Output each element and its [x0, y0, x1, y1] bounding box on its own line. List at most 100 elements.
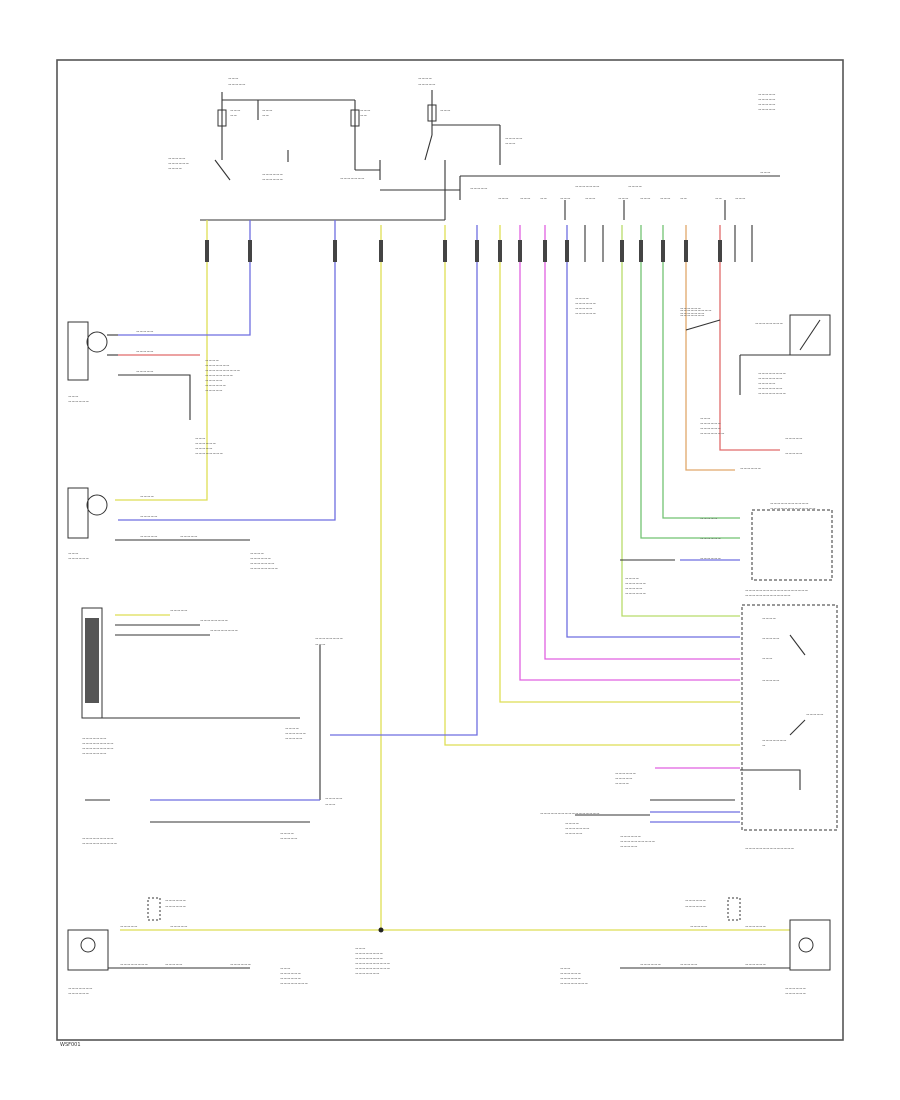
svg-text:~~~~~: ~~~~~	[758, 107, 776, 112]
svg-text:~~~~~: ~~~~~	[758, 97, 776, 102]
wire-pink-2	[544, 225, 740, 660]
fuse-box-right: ~~~~ ~~~~~ ~~~ ~~~~~ ~~~ ~~~~~ ~~~~~ ~~~…	[418, 76, 776, 220]
svg-text:~~~~~~: ~~~~~~	[745, 924, 767, 929]
daytime-running-module: ~~~~~~~~~~~ ~~~~~~~~~~~~~ ~~~~~ ~~~~~~ ~…	[620, 501, 833, 598]
svg-text:~~~~: ~~~~	[628, 184, 643, 189]
svg-text:~~~~~~: ~~~~~~	[680, 306, 702, 311]
wire-blue-to-sensor	[330, 225, 478, 736]
svg-text:~~~~~~: ~~~~~~	[560, 976, 582, 981]
svg-text:~~~~: ~~~~	[575, 296, 590, 301]
svg-text:~~~~: ~~~~	[250, 551, 265, 556]
svg-text:~~: ~~	[540, 196, 548, 201]
svg-text:~~~~~~~~: ~~~~~~~~	[195, 451, 224, 456]
svg-text:~~~~~: ~~~~~	[285, 736, 303, 741]
svg-text:~~~: ~~~	[68, 551, 79, 556]
svg-text:~~~~: ~~~~	[205, 358, 220, 363]
svg-text:~~~~~: ~~~~~	[625, 586, 643, 591]
svg-text:~~~~~: ~~~~~	[418, 82, 436, 87]
svg-text:~~~~: ~~~~	[565, 821, 580, 826]
svg-text:~~~: ~~~	[228, 76, 239, 81]
svg-text:~~~~~~: ~~~~~~	[700, 426, 722, 431]
svg-text:~~~~~~~~: ~~~~~~~~	[315, 636, 344, 641]
svg-text:~~~~~: ~~~~~	[615, 776, 633, 781]
svg-text:~~~~~~: ~~~~~~	[575, 311, 597, 316]
svg-text:~~~~~~~: ~~~~~~~	[762, 738, 787, 743]
svg-text:~~~: ~~~	[360, 108, 371, 113]
svg-text:~: ~	[762, 743, 766, 748]
svg-text:~~~~~: ~~~~~	[700, 516, 718, 521]
svg-text:~~~~~~~: ~~~~~~~	[82, 751, 107, 756]
svg-text:~~~: ~~~	[560, 966, 571, 971]
svg-text:~~~~~~~~~~~: ~~~~~~~~~~~	[770, 501, 809, 506]
svg-text:~~~~~~~~~~~~~~~~~: ~~~~~~~~~~~~~~~~~	[540, 811, 600, 816]
svg-text:~~~~~~~: ~~~~~~~	[575, 184, 600, 189]
svg-text:~~~~~: ~~~~~	[170, 924, 188, 929]
svg-text:~~~: ~~~	[355, 946, 366, 951]
wire-yellow-center	[120, 225, 790, 931]
svg-text:~~~~~: ~~~~~	[620, 844, 638, 849]
svg-text:~~~~~~~~~~~~~: ~~~~~~~~~~~~~	[745, 593, 791, 598]
svg-text:~~~~~: ~~~~~	[565, 831, 583, 836]
svg-text:~~~~~: ~~~~~	[228, 82, 246, 87]
headlamp-switch: ~~~~ ~~~~~ ~~~ ~~~~~ ~~~~~~~ ~ ~~~~~ ~~~…	[540, 604, 838, 851]
svg-text:~~~~~~~~: ~~~~~~~~	[210, 628, 239, 633]
svg-text:~~~~~~: ~~~~~~	[168, 161, 190, 166]
svg-text:~~~~~~: ~~~~~~	[195, 441, 217, 446]
svg-text:~~~~~: ~~~~~	[325, 796, 343, 801]
svg-text:~~~~~~: ~~~~~~	[68, 991, 90, 996]
svg-text:~~~~: ~~~~	[625, 576, 640, 581]
svg-text:~~~~~~: ~~~~~~	[625, 591, 647, 596]
svg-text:~~~: ~~~	[760, 170, 771, 175]
svg-text:~~~~~: ~~~~~	[136, 349, 154, 354]
svg-text:~~~~~: ~~~~~	[758, 92, 776, 97]
svg-text:~~~~~~~~~~: ~~~~~~~~~~	[205, 368, 241, 373]
svg-text:~~~~~~~~~~~~~~: ~~~~~~~~~~~~~~	[745, 846, 795, 851]
svg-text:~~~~~: ~~~~~	[120, 924, 138, 929]
svg-text:~~~~~~: ~~~~~~	[262, 177, 284, 182]
wire-lightgreen	[621, 225, 740, 617]
svg-text:~~~~~~~~~~~~~~~~~~: ~~~~~~~~~~~~~~~~~~	[745, 588, 809, 593]
svg-text:~~~~~~~: ~~~~~~~	[82, 736, 107, 741]
svg-text:~~~: ~~~	[700, 416, 711, 421]
svg-text:~~~~~: ~~~~~	[680, 962, 698, 967]
svg-text:~~~~: ~~~~	[280, 831, 295, 836]
svg-text:~~~~~: ~~~~~	[205, 388, 223, 393]
svg-text:~~~~~: ~~~~~	[758, 381, 776, 386]
svg-text:~~~~~: ~~~~~	[165, 962, 183, 967]
svg-text:~~~~~~: ~~~~~~	[285, 731, 307, 736]
svg-text:~~~~~~~~~: ~~~~~~~~~	[680, 308, 712, 313]
svg-text:~~~~~: ~~~~~	[195, 446, 213, 451]
wire-green	[640, 225, 740, 539]
wire-connector-ticks	[205, 240, 722, 262]
svg-text:~~~~~~: ~~~~~~	[700, 421, 722, 426]
svg-text:~~~: ~~~	[498, 196, 509, 201]
automatic-headlamp-sensor: ~~~~~ ~~~~~~~~ ~~~~~~~~ ~~~~~~~~ ~~~ ~~~…	[81, 607, 344, 800]
svg-text:~~~~~~: ~~~~~~	[280, 971, 302, 976]
svg-text:~~~~~~~~~: ~~~~~~~~~	[82, 746, 114, 751]
svg-text:~~~~~~~: ~~~~~~~	[340, 176, 365, 181]
svg-text:~~~~: ~~~~	[418, 76, 433, 81]
svg-text:~~: ~~	[230, 113, 238, 118]
right-headlamp: ~~~~ ~~~~~ ~~~~~ ~~~~~ ~~~ ~~~~~~ ~~~~ ~…	[67, 487, 279, 571]
svg-text:~~~~~~: ~~~~~~	[740, 466, 762, 471]
svg-text:~~~: ~~~	[640, 196, 651, 201]
svg-text:~~~~~: ~~~~~	[575, 306, 593, 311]
svg-text:~~~~~: ~~~~~	[136, 369, 154, 374]
wire-blue-right-headlamp	[118, 220, 336, 521]
svg-text:~~~~~: ~~~~~	[205, 378, 223, 383]
svg-text:~~~: ~~~	[325, 802, 336, 807]
fuse-box-left: ~~~ ~~~~~ ~~~ ~~ ~~~ ~~ ~~~ ~~ ~~~~~ ~~~…	[168, 76, 381, 182]
svg-text:~~~~~~: ~~~~~~	[685, 904, 707, 909]
svg-text:~~~~~~~: ~~~~~~~	[758, 376, 783, 381]
svg-text:~~~~~: ~~~~~	[806, 712, 824, 717]
svg-text:~~~~~: ~~~~~	[470, 186, 488, 191]
svg-text:~~~~~~~~: ~~~~~~~~	[355, 956, 384, 961]
svg-text:~~~~~~: ~~~~~~	[205, 383, 227, 388]
svg-text:~~: ~~	[262, 113, 270, 118]
svg-text:~~~~~~~~~~: ~~~~~~~~~~	[355, 961, 391, 966]
dimmer-switch-relay: ~~~~~~~~ ~~~~~~~ ~~~~~ ~~~~~~~ ~~~~~~~~ …	[680, 308, 831, 471]
svg-text:~~~: ~~~	[585, 196, 596, 201]
svg-text:~~~: ~~~	[735, 196, 746, 201]
svg-text:~~~~~~: ~~~~~~	[165, 904, 187, 909]
